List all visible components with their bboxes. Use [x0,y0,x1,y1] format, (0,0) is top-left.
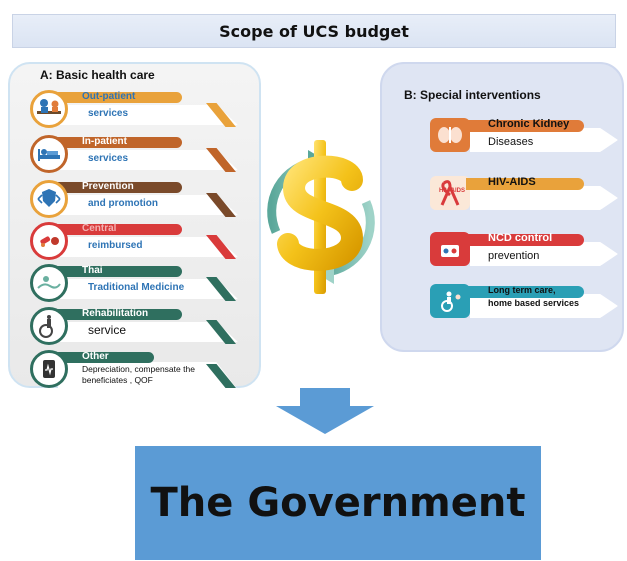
ncd-item: NCD control prevention [430,232,618,268]
hiv-icon-text: HIV-AIDS [439,188,466,194]
thai-medicine-strip [58,279,238,299]
hiv-label: HIV-AIDS [488,176,536,188]
rehabilitation-sublabel: service [88,323,127,337]
other-label: Other [82,351,109,362]
prevention-icon [30,180,68,218]
other-item: Other Depreciation, compensate the benef… [30,350,238,390]
longterm-care-banner [466,286,584,298]
thai-medicine-sublabel: Traditional Medicine [88,282,185,293]
other-icon [30,350,68,388]
prevention-item: Prevention and promotion [30,180,238,218]
central-item: Central reimbursed [30,222,238,260]
other-sublabel: Depreciation, compensate the beneficiate… [82,364,195,385]
longterm-care-label: Long term care, [488,285,556,295]
prevention-strip [58,195,238,215]
hiv-ribbon-icon: HIV-AIDS [430,176,470,210]
inpatient-banner [54,137,182,148]
basic-care-heading: A: Basic health care [40,68,155,82]
kidney-strip [470,128,618,152]
thai-medicine-label: Thai [82,265,103,276]
kidney-label: Chronic Kidney [488,118,570,130]
outpatient-banner [54,92,182,103]
outpatient-strip [58,105,238,125]
outpatient-icon [30,90,68,128]
kidney-icon [430,118,470,152]
kidney-sublabel: Diseases [488,136,534,148]
inpatient-strip [58,150,238,170]
longterm-care-sublabel: home based services [488,298,580,308]
longterm-care-icon [430,284,470,318]
ncd-banner [466,234,584,246]
government-label: The Government [150,480,526,526]
rehabilitation-strip [58,322,238,342]
longterm-care-strip [470,294,618,318]
thai-medicine-banner [54,266,182,277]
rehabilitation-item: Rehabilitation service [30,307,238,345]
central-strip [58,237,238,257]
government-box: The Government [135,446,541,560]
rehabilitation-icon [30,307,68,345]
central-label: Central [82,223,117,234]
thai-medicine-icon [30,264,68,302]
rehabilitation-banner [54,309,182,320]
outpatient-label: Out-patient [82,91,136,102]
kidney-item: Chronic Kidney Diseases [430,118,618,154]
hiv-strip [470,186,618,210]
other-strip [58,362,238,390]
hiv-item: HIV-AIDS HIV-AIDS [430,176,618,212]
dollar-symbol [256,132,386,302]
inpatient-label: In-patient [82,136,127,147]
ncd-sublabel: prevention [488,250,540,262]
special-interventions-heading: B: Special interventions [404,88,541,102]
ncd-strip [470,242,618,266]
other-banner [54,352,154,363]
rehabilitation-label: Rehabilitation [82,308,149,319]
diagram-title: Scope of UCS budget [219,21,409,41]
outpatient-item: Out-patient services [30,90,238,128]
inpatient-item: In-patient services [30,135,238,173]
prevention-sublabel: and promotion [88,198,158,209]
ncd-icon [430,232,470,266]
central-banner [54,224,182,235]
central-icon [30,222,68,260]
prevention-banner [54,182,182,193]
kidney-banner [466,120,584,132]
thai-medicine-item: Thai Traditional Medicine [30,264,238,302]
ncd-label: NCD control [488,232,553,244]
hiv-banner [466,178,584,190]
title-bar: Scope of UCS budget [12,14,616,48]
prevention-label: Prevention [82,181,134,192]
outpatient-sublabel: services [88,108,129,119]
inpatient-sublabel: services [88,153,129,164]
inpatient-icon [30,135,68,173]
down-arrow [270,388,380,434]
longterm-care-item: Long term care, home based services [430,284,618,320]
central-sublabel: reimbursed [88,240,143,251]
